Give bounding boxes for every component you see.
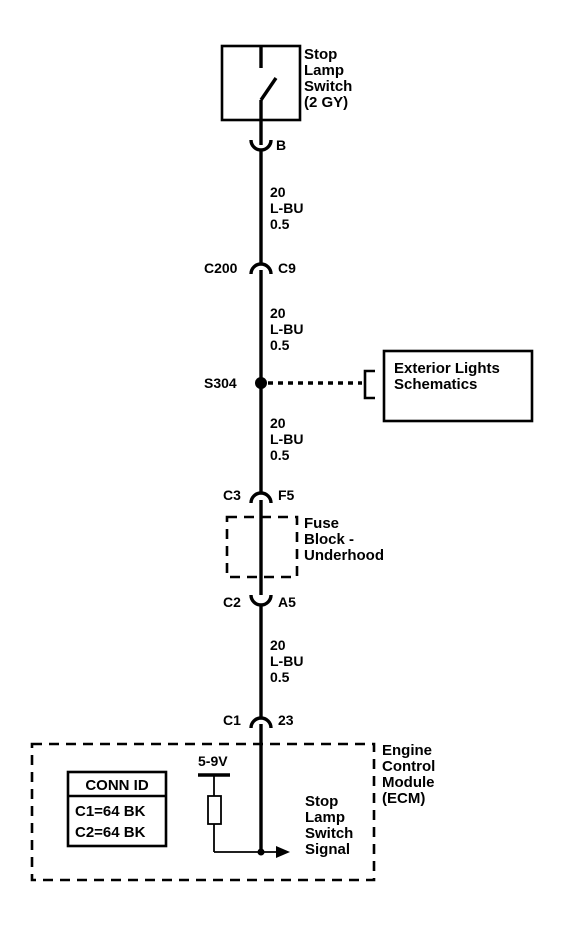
switch-label-line-2: Lamp [304,62,344,79]
connector-c3-id: C3 [223,487,241,503]
signal-arrow-icon [276,846,290,858]
splice-s304: S304 [204,375,362,391]
conn-id-table: CONN ID C1=64 BK C2=64 BK [66,770,168,848]
wire-4-label: 20 L-BU 0.5 [270,637,303,685]
connector-c2-id: C2 [223,594,241,610]
ecm-label-line-4: (ECM) [382,790,425,807]
conn-id-title: CONN ID [85,777,149,794]
ecm-outline [30,742,376,882]
wire-1-label: 20 L-BU 0.5 [270,184,303,232]
fuse-block-underhood: Fuse Block - Underhood [225,500,384,595]
pullup-resistor [207,795,222,825]
wire-2-size: 0.5 [270,337,290,353]
pullup-voltage-label: 5-9V [198,753,228,769]
wire-3-gauge: 20 [270,415,286,431]
connector-b: B [249,137,286,153]
wire-4-gauge: 20 [270,637,286,653]
connector-c1-pin: 23 [278,712,294,728]
switch-label-line-1: Stop [304,46,337,63]
signal-label-line-4: Signal [305,841,350,858]
wire-3-size: 0.5 [270,447,290,463]
wire-3-label: 20 L-BU 0.5 [270,415,303,463]
fuse-block-line-1: Fuse [304,515,339,532]
splice-label: S304 [204,375,237,391]
ecm-label-line-2: Control [382,758,435,775]
reference-exterior-lights: Exterior Lights Schematics [363,349,534,423]
wire-1-color: L-BU [270,200,303,216]
ecm-label-line-3: Module [382,774,435,791]
switch-label-line-3: Switch [304,78,352,95]
connector-c2-symbol [249,594,273,607]
conn-id-box [66,770,168,848]
connector-c3-pin: F5 [278,487,295,503]
wire-3-color: L-BU [270,431,303,447]
connector-c1-id: C1 [223,712,241,728]
signal-label-line-2: Lamp [305,809,345,826]
connector-c200-id: C200 [204,260,238,276]
fuse-block-line-3: Underhood [304,547,384,564]
wire-2-gauge: 20 [270,305,286,321]
wire-1-size: 0.5 [270,216,290,232]
wire-1-gauge: 20 [270,184,286,200]
wire-2-color: L-BU [270,321,303,337]
wire-2-label: 20 L-BU 0.5 [270,305,303,353]
reference-bracket [363,369,375,400]
connector-c1: C1 23 [223,712,294,729]
ecm-label-line-1: Engine [382,742,432,759]
engine-control-module: Engine Control Module (ECM) 5-9V Stop La… [30,724,435,882]
connector-c200: C200 C9 [204,260,296,276]
wire-4-size: 0.5 [270,669,290,685]
connector-b-pin: B [276,137,286,153]
conn-id-row-2: C2=64 BK [75,824,146,841]
signal-label-line-1: Stop [305,793,338,810]
signal-label-line-3: Switch [305,825,353,842]
connector-c3-symbol [249,491,273,504]
fuse-block-line-2: Block - [304,531,354,548]
connector-c1-symbol [249,716,273,729]
signal-junction-dot [257,848,265,856]
wire-4-color: L-BU [270,653,303,669]
connector-c200-pin: C9 [278,260,296,276]
reference-line-2: Schematics [394,376,477,393]
connector-c3: C3 F5 [223,487,295,504]
switch-label-line-4: (2 GY) [304,94,348,111]
conn-id-row-1: C1=64 BK [75,803,146,820]
reference-line-1: Exterior Lights [394,360,500,377]
switch-contact-arm [259,77,278,101]
reference-box [382,349,534,423]
stop-lamp-switch: Stop Lamp Switch (2 GY) [220,44,352,145]
connector-c200-symbol [249,262,273,275]
connector-c2-pin: A5 [278,594,296,610]
